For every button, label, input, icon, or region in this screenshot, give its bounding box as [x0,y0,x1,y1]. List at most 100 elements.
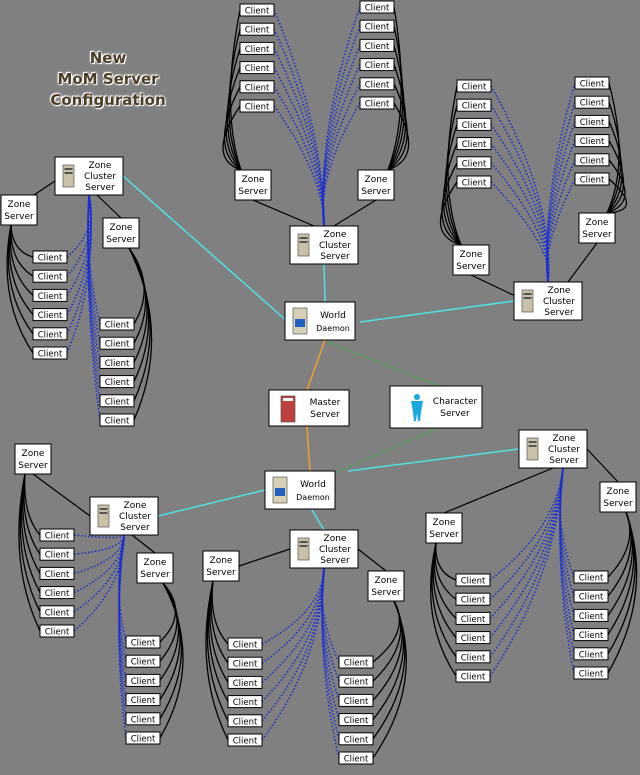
client-label: Client [462,159,487,169]
zone-server-label: Server [361,187,391,197]
zone-server-label: Zone [460,250,483,260]
client-node: Client [239,3,275,17]
link [490,104,550,283]
client-label: Client [105,340,130,350]
client-box [574,134,610,148]
client-node: Client [359,0,395,14]
client-node: Client [573,589,609,603]
client-box [227,733,263,747]
client-label: Client [38,254,63,264]
client-node: Client [359,38,395,52]
zone-cluster-label: Server [320,556,350,566]
client-label: Client [579,612,604,622]
link [430,542,457,677]
client-box [227,656,263,670]
zone-server-box [452,244,490,276]
world-daemon-icon [272,476,288,504]
zone-server-label: Zone [144,558,167,568]
link [128,247,145,325]
link [321,567,340,720]
client-node: Client [574,134,610,148]
zone-to-client [228,29,242,171]
client-label: Client [233,717,258,727]
client-node: Client [456,117,492,131]
client-box [455,611,491,625]
client-label: Client [365,80,390,90]
zone-cluster-label: Server [549,456,579,466]
client-box [125,673,161,687]
client-node: Client [455,631,491,645]
client-label: Client [461,673,486,683]
link [73,534,125,594]
zone-cluster-label: Zone [324,534,347,544]
zone-cluster-label: Server [320,252,350,262]
client-node: Client [239,41,275,55]
zone-cluster-label: Server [85,183,115,193]
client-node: Client [39,605,75,619]
client-box [359,0,395,14]
client-label: Client [105,321,130,331]
zone-server-label: Server [106,235,136,245]
link [567,242,598,283]
client-label: Client [45,551,70,561]
client-node: Client [456,137,492,151]
link [444,124,462,246]
link [607,511,634,616]
link [559,467,575,674]
client-box [456,137,492,151]
master-server-icon [280,395,296,423]
client-node: Client [39,566,75,580]
zone-server-label: Server [603,499,633,509]
client-box [455,669,491,683]
client-node: Client [574,114,610,128]
client-label: Client [245,83,270,93]
client-box [455,631,491,645]
client-box [573,647,609,661]
client-label: Client [461,634,486,644]
client-box [239,61,275,75]
client-node: Client [573,570,609,584]
client-node: Client [99,317,135,331]
client-label: Client [344,678,369,688]
world-daemon-label: World [300,480,326,490]
link [442,143,462,246]
link [490,143,550,283]
client-label: Client [365,42,390,52]
link [546,101,576,283]
client-node: Client [32,269,68,283]
link [73,534,125,613]
link [546,178,576,283]
link [489,467,564,600]
client-box [338,674,374,688]
master-server-label: Master [310,398,341,408]
client-box [338,751,374,765]
zone-cluster-label: Zone [124,501,147,511]
link [333,199,377,227]
zone-server-box [599,481,637,513]
client-box [32,308,68,322]
zone-server-label: Server [206,568,236,578]
link [6,224,34,354]
client-label: Client [344,697,369,707]
zone-server-label: Zone [210,556,233,566]
client-box [359,19,395,33]
client-label: Client [245,26,270,36]
client-node: Client [39,547,75,561]
client-label: Client [365,100,390,110]
client-box [359,77,395,91]
client-node: Client [359,96,395,110]
client-box [125,712,161,726]
client-label: Client [579,670,604,680]
